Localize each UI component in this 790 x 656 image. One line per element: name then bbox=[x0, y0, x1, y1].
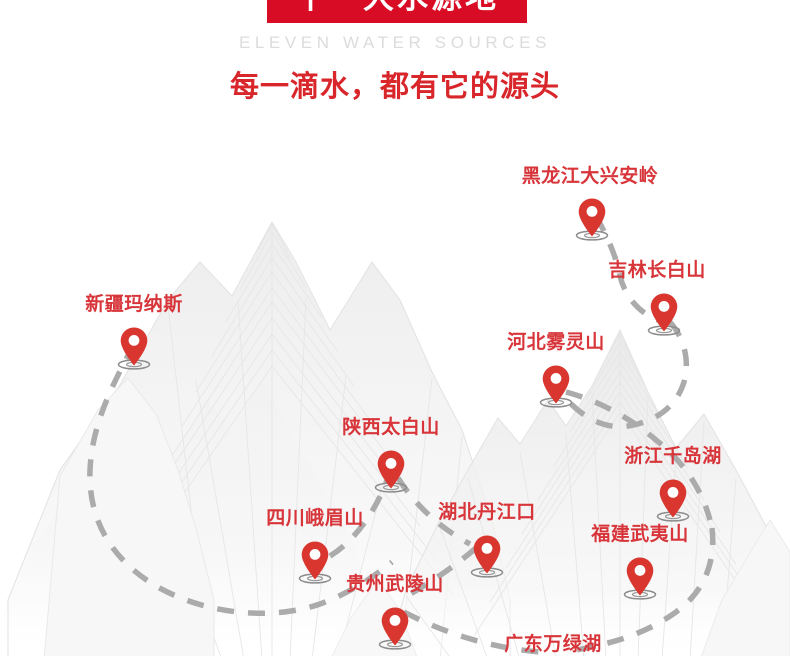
mountain-right-far-ridge bbox=[700, 519, 790, 656]
route-segment-zhejiang-guangdong bbox=[575, 527, 716, 653]
marker-pin-shaanxi-taibaishan[interactable] bbox=[374, 448, 408, 499]
subtitle-chinese: 每一滴水，都有它的源头 bbox=[229, 71, 560, 103]
mountain-right-hatching bbox=[405, 330, 769, 656]
marker-label-zhejiang-qiandaohu[interactable]: 浙江千岛湖 bbox=[624, 446, 722, 467]
route-segment-heilongjiang-jilin bbox=[593, 214, 660, 323]
mountain-left-spur bbox=[43, 377, 215, 656]
map-pin-icon bbox=[378, 607, 412, 650]
marker-pin-heilongjiang-daxinganling[interactable] bbox=[575, 196, 609, 247]
marker-label-hubei-danjiangkou[interactable]: 湖北丹江口 bbox=[438, 502, 536, 523]
marker-label-heilongjiang-daxinganling[interactable]: 黑龙江大兴安岭 bbox=[521, 166, 659, 187]
map-pin-icon bbox=[575, 198, 609, 241]
subtitle-english: ELEVEN WATER SOURCES bbox=[238, 33, 552, 52]
marker-label-hebei-wulingshan[interactable]: 河北雾灵山 bbox=[507, 332, 605, 353]
marker-label-guizhou-wulingshan[interactable]: 贵州武陵山 bbox=[346, 574, 444, 595]
route-segment-guizhou-guangdong bbox=[402, 609, 541, 655]
route-segment-shaanxi-hubei bbox=[395, 476, 472, 547]
map-pin-icon bbox=[298, 541, 332, 584]
marker-pin-zhejiang-qiandaohu[interactable] bbox=[656, 477, 690, 528]
route-segment-hubei-guizhou bbox=[398, 545, 478, 603]
route-segment-sichuan-shaanxi bbox=[328, 477, 391, 559]
marker-label-jilin-changbaishan[interactable]: 吉林长白山 bbox=[608, 260, 706, 281]
route-segment-west bbox=[87, 342, 394, 616]
marker-pin-xinjiang-manasi[interactable] bbox=[117, 325, 151, 376]
page-header: 十一大水源地 ELEVEN WATER SOURCES 每一滴水，都有它的源头 bbox=[0, 0, 790, 115]
title-banner: 十一大水源地 bbox=[267, 0, 527, 23]
marker-pin-guizhou-wulingshan[interactable] bbox=[378, 605, 412, 656]
map-pin-icon bbox=[539, 365, 573, 408]
marker-pin-hubei-danjiangkou[interactable] bbox=[470, 533, 504, 584]
marker-label-shaanxi-taibaishan[interactable]: 陕西太白山 bbox=[342, 417, 440, 438]
map-pin-icon bbox=[647, 293, 681, 336]
marker-pin-hebei-wulingshan[interactable] bbox=[539, 363, 573, 414]
marker-label-sichuan-emeishan[interactable]: 四川峨眉山 bbox=[266, 508, 364, 529]
page-title: 十一大水源地 bbox=[295, 0, 499, 13]
marker-pin-sichuan-emeishan[interactable] bbox=[298, 539, 332, 590]
route-segment-hebei-zhejiang bbox=[565, 389, 713, 521]
route-segment-jilin-hebei bbox=[561, 320, 690, 430]
map-pin-icon bbox=[374, 450, 408, 493]
marker-label-guangdong-wanlvhu[interactable]: 广东万绿湖 bbox=[504, 634, 602, 655]
marker-pin-fujian-wuyishan[interactable] bbox=[623, 555, 657, 606]
marker-label-xinjiang-manasi[interactable]: 新疆玛纳斯 bbox=[85, 294, 183, 315]
map-pin-icon bbox=[470, 535, 504, 578]
map-pin-icon bbox=[656, 479, 690, 522]
map-pin-icon bbox=[117, 327, 151, 370]
marker-pin-jilin-changbaishan[interactable] bbox=[647, 291, 681, 342]
marker-label-fujian-wuyishan[interactable]: 福建武夷山 bbox=[591, 524, 689, 545]
map-pin-icon bbox=[623, 557, 657, 600]
